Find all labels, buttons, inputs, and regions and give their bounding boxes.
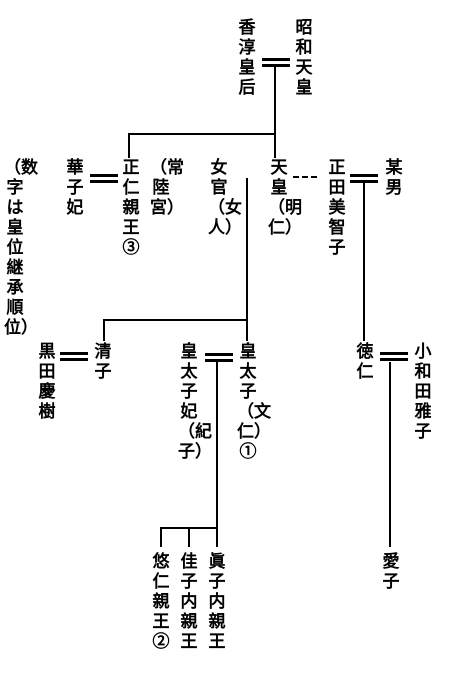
descent-line-tokuhito <box>389 362 391 547</box>
drop-line-crown-prince <box>246 319 248 341</box>
marriage-line-hitachi-top <box>90 174 118 177</box>
drop-line-kiyoko <box>103 319 105 341</box>
drop-line-mako <box>216 527 218 547</box>
person-kuroda: 黒田慶樹 <box>38 342 56 422</box>
person-crown-prince: 皇太子（文仁）① <box>237 342 271 462</box>
dashed-link-emperor-michiko <box>293 176 317 178</box>
marriage-line-crown-bottom <box>205 359 233 362</box>
person-kako: 佳子内親王 <box>180 552 198 652</box>
person-hanako: 華子妃 <box>66 158 84 218</box>
marriage-line-michiko-bottom <box>350 180 378 183</box>
person-nanigashi: 某男 <box>385 158 403 198</box>
marriage-line-hitachi-bottom <box>90 180 118 183</box>
person-kiyoko: 清子 <box>94 342 112 382</box>
person-crown-princess: 皇太子妃（紀子） <box>178 342 212 462</box>
descent-line-showa <box>274 67 276 135</box>
person-masako: 小和田雅子 <box>414 342 432 442</box>
marriage-line-showa-bottom <box>262 64 290 67</box>
marriage-line-tokuhito-top <box>380 352 408 355</box>
person-hitachi: 正仁親王③ <box>122 158 140 258</box>
drop-line-kako <box>188 527 190 547</box>
drop-line-hisahito <box>160 527 162 547</box>
descent-line-michiko <box>363 183 365 341</box>
drop-line-hitachi <box>128 133 130 158</box>
marriage-line-michiko-top <box>350 174 378 177</box>
person-michiko: 正田美智子 <box>328 158 346 258</box>
marriage-line-showa-top <box>262 58 290 61</box>
sibling-line-gen3 <box>103 319 248 321</box>
person-hisahito: 悠仁親王② <box>152 552 170 652</box>
person-showa-emperor: 昭和天皇 <box>295 18 313 98</box>
descent-line-crown <box>216 362 218 528</box>
marriage-line-kiyoko-top <box>60 352 88 355</box>
succession-note: （数字は皇位継承順位） <box>4 158 38 338</box>
person-tokuhito: 徳仁 <box>356 342 374 382</box>
person-mako: 眞子内親王 <box>208 552 226 652</box>
marriage-line-kiyoko-bottom <box>60 358 88 361</box>
person-nyokan: 女官（女人） <box>208 158 242 238</box>
person-aiko: 愛子 <box>382 552 400 592</box>
person-hitachi-note: （常陸宮） <box>150 158 184 218</box>
drop-line-emperor <box>274 133 276 158</box>
marriage-line-tokuhito-bottom <box>380 358 408 361</box>
person-emperor: 天皇（明仁） <box>268 158 302 238</box>
sibling-line-gen2 <box>128 133 276 135</box>
person-kojun-empress: 香淳皇后 <box>238 18 256 98</box>
descent-line-nyokan <box>246 178 248 320</box>
marriage-line-crown-top <box>205 353 233 356</box>
